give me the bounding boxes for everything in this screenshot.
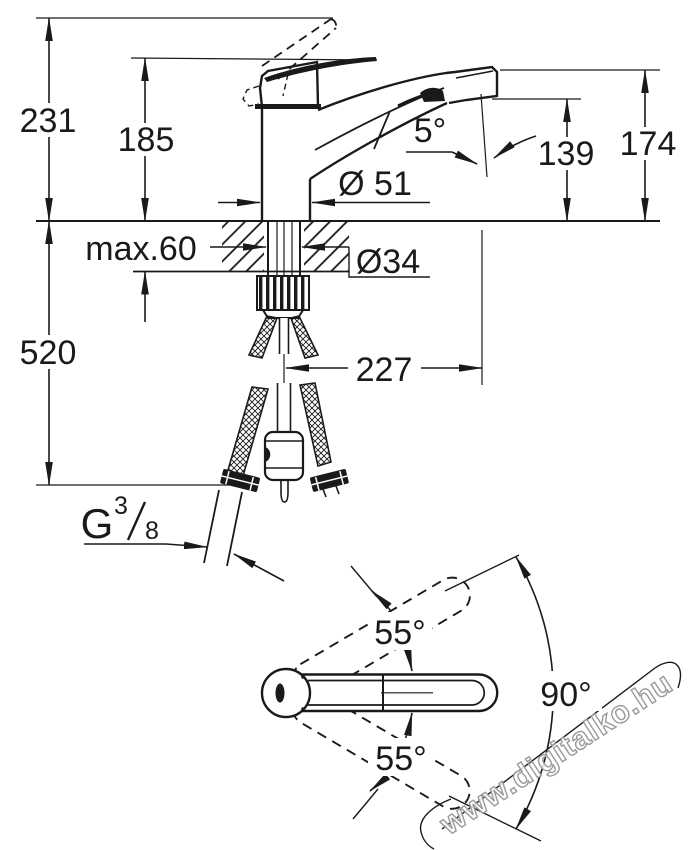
angle-tick-lower: [352, 788, 379, 820]
swivel-sweep-line: [441, 661, 682, 830]
angle5-arrow-right: [493, 135, 537, 159]
stud-upper-edges: [278, 318, 290, 354]
dim-hole-diameter-label: Ø34: [356, 243, 420, 281]
dim-swivel-lower-label: 55°: [375, 740, 426, 778]
hose-lower-left: [227, 386, 270, 478]
dim-height-total-label: 231: [20, 102, 77, 140]
dim-outlet-height-label: 139: [538, 135, 595, 173]
label-bg: [368, 738, 434, 776]
fitting-left: [220, 469, 260, 492]
swivel-boundary-upper: [444, 554, 520, 592]
dim-spout-reach-label: 227: [356, 351, 413, 389]
angle5-arrow-left: [451, 150, 478, 165]
lever-handle-blade: [264, 57, 377, 82]
dim-depth-below-label: 520: [20, 334, 77, 372]
lever-alt-position-dashed: [242, 85, 260, 107]
mounting-nut-knurled: [256, 275, 310, 311]
swivel-boundary-lower: [448, 795, 542, 842]
lever-raised-dashed: [261, 18, 337, 80]
thread-fraction-slash: [126, 501, 147, 541]
stud-lower-edges: [276, 383, 292, 432]
housing-seam-bar: [255, 104, 321, 109]
thread-denominator: 8: [145, 517, 159, 545]
swivel-sweep-curve: [419, 798, 452, 850]
dim-counter-thickness-label: max.60: [85, 230, 197, 268]
label-bg: [21, 103, 77, 137]
dim-swivel-upper-label: 55°: [374, 614, 425, 652]
stud-nut-notch: [265, 447, 271, 462]
lever-raised-tip-dashed: [330, 18, 338, 29]
hose-upper-left: [247, 315, 279, 359]
dim-spout-angle-label: 5°: [414, 112, 447, 150]
fitting-left-detail: [221, 470, 259, 491]
handle-knob: [260, 667, 312, 719]
stud-nut-block-lines: [265, 440, 303, 469]
housing-hidden-line: [282, 73, 289, 97]
label-bg: [348, 353, 421, 385]
label-bg: [19, 335, 79, 369]
hose-lower-right: [299, 382, 332, 468]
fitting-right-detail: [311, 470, 348, 491]
spout-top-edge: [317, 71, 447, 112]
dim-base-diameter-label: Ø 51: [338, 165, 412, 203]
connection-pipe-left: [203, 489, 243, 567]
stud-lower-fill: [277, 383, 291, 432]
knob-slot: [275, 683, 285, 703]
label-bg: [368, 612, 432, 650]
extension-lines: [36, 17, 660, 486]
stud-tail-edges: [280, 480, 289, 492]
label-bg: [616, 127, 680, 160]
arc-55-upper-outer: [371, 590, 392, 612]
faucet-side-view: [242, 18, 499, 221]
dim-swivel-range-label: 90°: [540, 676, 591, 714]
dimension-labels: 231 185 max.60 520 Ø 51 Ø34 5° 139 174 2…: [19, 102, 680, 778]
handle-capsule-inner: [308, 679, 486, 706]
handle-top-view: [260, 554, 682, 850]
dim-overall-height-label: 174: [620, 125, 677, 163]
fitting-right: [310, 469, 349, 492]
label-bg: [536, 137, 596, 170]
knob-dot-top: [301, 675, 305, 679]
faucet-body-silhouette: [260, 62, 497, 221]
shank-inner-lines: [276, 221, 293, 276]
shank-outer-walls: [267, 221, 301, 276]
dim-height-to-lever-label: 185: [118, 121, 175, 159]
label-bg: [117, 123, 175, 156]
thread-arrow-left: [165, 541, 208, 550]
pullout-head-inner-line: [455, 70, 494, 79]
connection-stub-right: [322, 485, 340, 498]
thread-size-label: G 3 8: [81, 492, 159, 547]
stud-tail-tip: [280, 491, 289, 503]
stud-upper-fill: [279, 318, 289, 354]
spout-seam-line: [373, 110, 391, 150]
thread-numerator: 3: [114, 492, 128, 520]
stud-nut-block: [263, 430, 305, 482]
d34-leader: [348, 247, 430, 278]
thread-letter: G: [81, 500, 114, 547]
pullout-head-outline: [445, 65, 499, 105]
thread-arrow-right: [233, 553, 285, 582]
mounting-parts: [203, 221, 349, 567]
hose-upper-right: [289, 315, 320, 359]
knob-dot-bottom: [301, 707, 305, 711]
head-separation-seam: [397, 89, 442, 108]
label-bg: [530, 671, 602, 711]
